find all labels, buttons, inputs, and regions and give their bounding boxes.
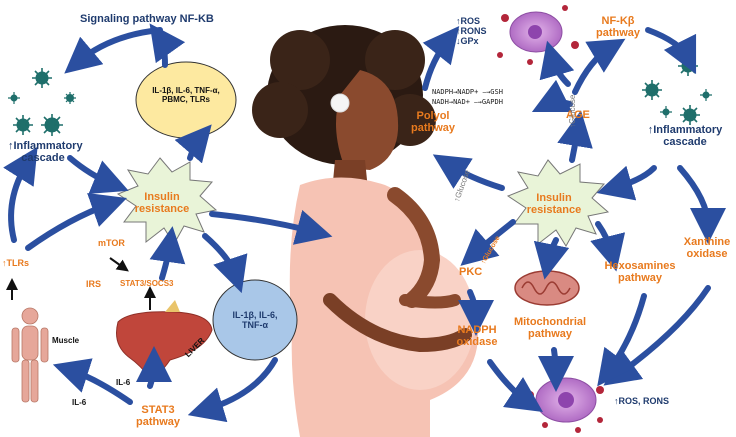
- ros-list: ↑ROS ↑RONS ↓GPx: [456, 16, 487, 46]
- age-label: AGE: [566, 109, 590, 121]
- pkc-label: PKC: [459, 266, 483, 278]
- damaged-cell-bottom: [535, 377, 597, 423]
- pregnant-woman-illustration: [252, 25, 479, 437]
- damaged-cell-top: [509, 11, 563, 53]
- irs-label: IRS: [86, 279, 102, 289]
- inflammatory-cascade-right: ↑Inflammatory cascade: [647, 124, 723, 148]
- xanthine-oxidase-label: Xanthine oxidase: [683, 236, 731, 260]
- hexosamines-pathway-label: Hexosamines pathway: [604, 260, 676, 284]
- mitochondrial-pathway-label: Mitochondrial pathway: [513, 316, 587, 340]
- mtor-label: mTOR: [98, 238, 125, 248]
- insulin-resistance-left-label: Insulin resistance: [134, 191, 190, 215]
- stat3-socs3-label: STAT3/SOCS3: [120, 279, 174, 288]
- cytokine-box-text: IL-1β, IL-6, TNF-α, PBMC, TLRs: [152, 86, 220, 104]
- nfkb-pathway-label: NF-Kβ pathway: [595, 15, 640, 39]
- glucose-age-label: ↑Glucose: [568, 94, 577, 128]
- virus-cluster-right: [642, 56, 712, 125]
- cytokine-blue-circle: [212, 279, 298, 361]
- signaling-pathway-title: Signaling pathway NF-KB: [80, 13, 214, 25]
- nadh-line: NADH→NAD+ ⎯→GAPDH: [432, 98, 503, 106]
- cytokine-blue-circle-text: IL-1β, IL-6, TNF-α: [232, 310, 278, 330]
- arrows-left: [3, 23, 333, 423]
- human-muscle-figure: [11, 307, 49, 403]
- virus-cluster-left: [8, 68, 76, 136]
- arrows-right: [422, 25, 726, 412]
- muscle-label: Muscle: [52, 336, 80, 345]
- nadph-oxidase-label: NADPH oxidase: [456, 324, 498, 348]
- nadph-line: NADPH→NADP+ ⎯→GSH: [432, 88, 503, 96]
- il6-muscle-label: IL-6: [72, 398, 87, 407]
- ros-rons-label: ↑ROS, RONS: [614, 396, 670, 406]
- inflammatory-cascade-left: ↑Inflammatory cascade: [8, 140, 83, 164]
- stat3-pathway-label: STAT3 pathway: [135, 404, 180, 428]
- il6-liver-label: IL-6: [116, 378, 131, 387]
- polyol-pathway-label: Polyol pathway: [410, 110, 455, 134]
- insulin-resistance-right-label: Insulin resistance: [526, 192, 582, 216]
- tlrs-label: ↑TLRs: [2, 258, 29, 268]
- mitochondrion-illustration: [514, 270, 580, 306]
- arrows-left-black: [6, 257, 156, 310]
